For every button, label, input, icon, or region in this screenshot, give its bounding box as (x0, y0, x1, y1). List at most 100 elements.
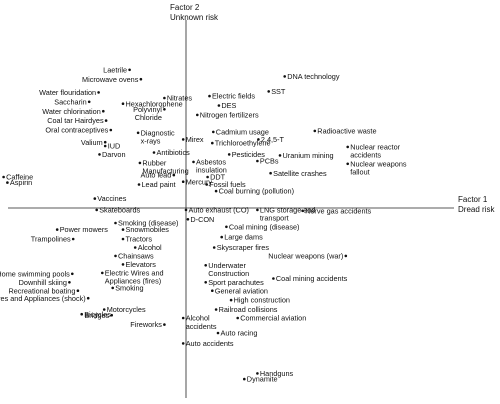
data-point-label: General aviation (215, 286, 268, 295)
data-point-label: Trichloroethylene (215, 139, 271, 148)
data-point-label: Uranium mining (283, 151, 334, 160)
data-point (98, 153, 101, 156)
data-point (103, 144, 107, 148)
data-point (257, 138, 260, 141)
data-point (205, 183, 208, 186)
data-point-label: Power mowers (60, 225, 109, 234)
data-point-label: Cadmium usage (216, 128, 269, 137)
data-point (181, 316, 185, 320)
data-point (136, 131, 140, 135)
data-point-label: Dynamite (247, 375, 278, 384)
data-point (220, 235, 223, 239)
data-point-label: Lead paint (142, 180, 176, 189)
data-point-label: DNA technology (287, 72, 340, 81)
data-point (110, 313, 113, 317)
data-point (121, 263, 125, 266)
data-point-label: Caffeine (6, 173, 33, 182)
data-point (6, 181, 9, 184)
data-point-label: Motorcycles (107, 305, 146, 314)
data-point (212, 246, 216, 249)
data-point (111, 286, 114, 290)
data-point-label: Auto racing (221, 329, 258, 338)
data-point (102, 109, 105, 113)
data-point-label: Water chlorination (42, 107, 101, 116)
data-point (152, 151, 156, 154)
data-point-label: Nerve gas accidents (305, 206, 371, 215)
data-point-label: Alcohol (138, 243, 162, 252)
data-point-label: Railroad collisions (219, 305, 278, 314)
data-point (192, 160, 195, 164)
data-point (121, 102, 125, 105)
data-point (204, 264, 207, 267)
data-point (139, 77, 143, 81)
data-point (272, 277, 275, 280)
data-point-label: Elevators (126, 260, 157, 269)
data-point (71, 272, 74, 276)
data-point (206, 175, 209, 179)
data-point (86, 296, 90, 300)
data-point (71, 237, 75, 241)
data-point (243, 377, 246, 381)
data-point (181, 342, 185, 345)
data-point-label: Mercury (186, 177, 213, 186)
data-point (267, 90, 271, 93)
data-point (214, 189, 218, 193)
data-point (121, 228, 125, 231)
data-point-label: PCBs (260, 157, 279, 166)
data-point-label: Valium (81, 138, 103, 147)
data-point (97, 91, 100, 94)
data-point (225, 225, 228, 229)
data-point (196, 113, 199, 117)
data-point (163, 323, 166, 326)
data-point-label: Sport parachutes (208, 278, 264, 287)
data-point-label: Satellite crashes (273, 169, 327, 178)
data-point (301, 209, 304, 213)
data-point (128, 68, 131, 72)
data-point-label: Smoking (disease) (118, 219, 178, 228)
data-point (114, 221, 117, 225)
data-point (186, 218, 190, 221)
data-point (2, 175, 5, 179)
data-point (256, 159, 259, 163)
data-point-label: Coal mining accidents (276, 274, 348, 283)
data-point (346, 162, 350, 166)
data-point (181, 180, 185, 183)
data-point (55, 228, 59, 231)
data-point-label: Microwave ovens (82, 75, 139, 84)
data-point (216, 331, 220, 335)
data-point-label: Handguns (260, 369, 294, 378)
data-point-label: Large dams (224, 233, 263, 242)
data-point-label: Nuclear weapons (war) (268, 252, 343, 261)
data-point (214, 308, 218, 311)
data-point-label: Coal burning (pollution) (219, 187, 294, 196)
data-point-label: Bicycles (84, 310, 111, 319)
data-point (256, 208, 259, 212)
data-point-label: Auto lead (140, 171, 171, 180)
data-point-label: Snowmobiles (126, 225, 170, 234)
data-point-label: Auto exhaust (CO) (189, 206, 249, 215)
data-point-label: Commercial aviation (240, 314, 306, 323)
data-point-label: Mirex (186, 135, 204, 144)
data-point-label: Chainsaws (118, 252, 154, 261)
data-point-label: Electric fields (212, 92, 255, 101)
data-point (93, 197, 97, 200)
data-point (344, 254, 348, 258)
data-point-label: Skateboards (99, 206, 140, 215)
data-point (217, 104, 221, 107)
data-point (133, 246, 137, 249)
data-point-label: Pesticides (232, 150, 266, 159)
data-point (172, 173, 176, 177)
data-point-label: SST (271, 87, 286, 96)
data-point (211, 141, 214, 145)
data-point-label: Fireworks (130, 320, 162, 329)
data-point-label: Fossil fuels (209, 180, 246, 189)
data-point-label: D-CON (190, 215, 214, 224)
data-point-label: Auto accidents (186, 339, 234, 348)
